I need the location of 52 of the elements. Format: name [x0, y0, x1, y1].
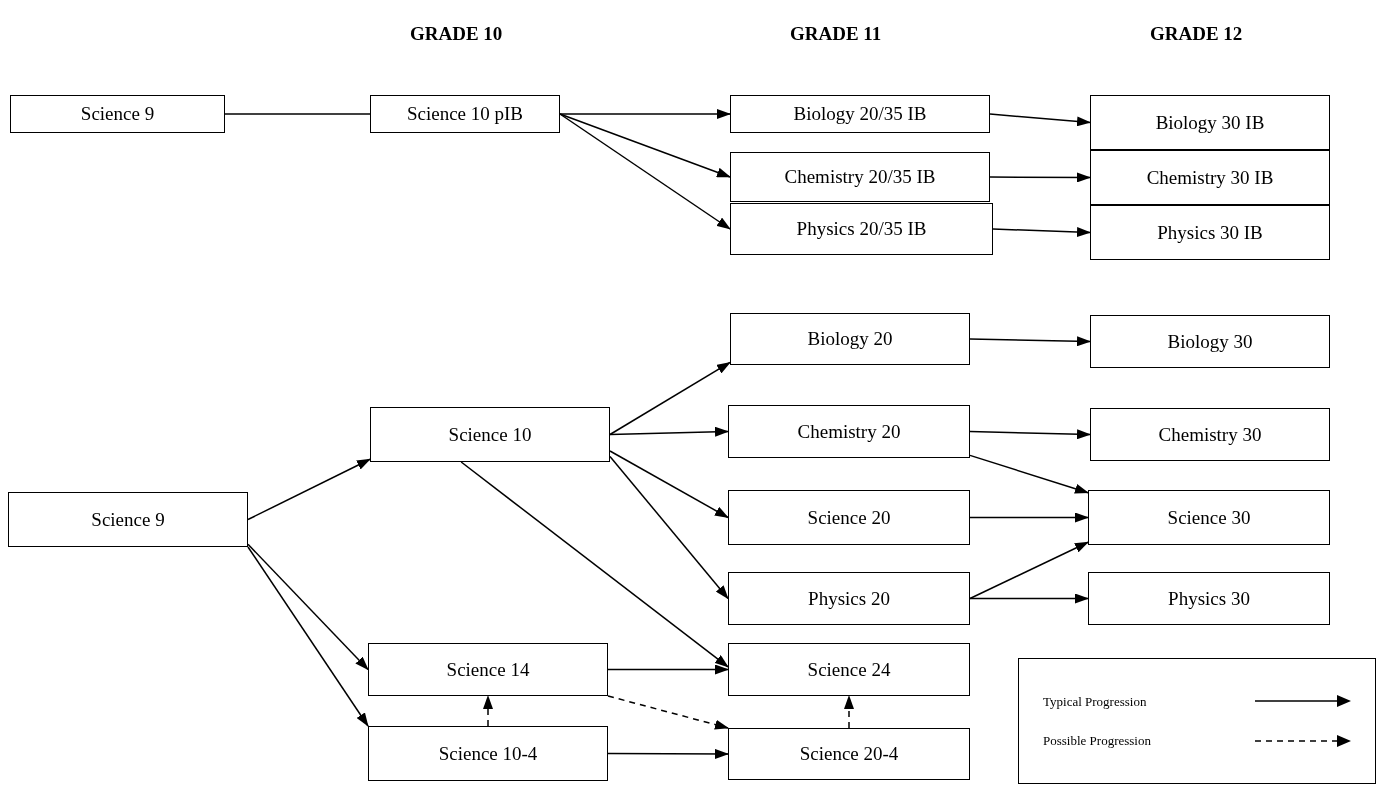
arrow — [559, 109, 731, 119]
arrow — [460, 461, 729, 668]
arrow — [992, 227, 1091, 238]
course-box: Chemistry 30 IB — [1090, 150, 1330, 205]
arrow — [969, 541, 1089, 600]
arrow — [609, 450, 729, 519]
arrow — [609, 455, 729, 600]
course-box: Physics 30 — [1088, 572, 1330, 625]
arrow — [247, 546, 369, 727]
course-box: Chemistry 30 — [1090, 408, 1330, 461]
legend-text: Possible Progression — [1043, 732, 1151, 750]
course-box: Science 9 — [8, 492, 248, 547]
course-box: Biology 20 — [730, 313, 970, 365]
arrow — [483, 695, 493, 727]
arrow — [969, 336, 1091, 347]
legend-text: Typical Progression — [1043, 692, 1147, 711]
arrow — [609, 361, 731, 436]
arrow — [607, 695, 729, 730]
arrow — [559, 113, 731, 178]
course-box: Science 20 — [728, 490, 970, 545]
course-box: Physics 20 — [728, 572, 970, 625]
course-box: Biology 30 IB — [1090, 95, 1330, 150]
course-box: Chemistry 20/35 IB — [730, 152, 990, 202]
grade-heading: GRADE 11 — [790, 22, 882, 46]
arrow — [609, 426, 729, 437]
course-box: Science 9 — [10, 95, 225, 133]
grade-heading: GRADE 10 — [410, 22, 503, 46]
course-box: Science 10 — [370, 407, 610, 462]
course-box: Physics 20/35 IB — [730, 203, 993, 255]
arrow — [969, 512, 1089, 523]
arrow — [989, 113, 1091, 127]
arrow — [607, 664, 729, 675]
arrow — [559, 113, 731, 230]
arrow — [969, 429, 1091, 440]
course-box: Science 30 — [1088, 490, 1330, 545]
course-box: Science 10-4 — [368, 726, 608, 781]
course-box: Biology 20/35 IB — [730, 95, 990, 133]
grade-heading: GRADE 12 — [1150, 22, 1243, 46]
course-box: Biology 30 — [1090, 315, 1330, 368]
course-box: Science 10 pIB — [370, 95, 560, 133]
arrow — [607, 748, 729, 759]
arrow — [844, 695, 854, 729]
course-box: Science 14 — [368, 643, 608, 696]
arrow — [247, 458, 371, 521]
course-box: Science 24 — [728, 643, 970, 696]
course-box: Science 20-4 — [728, 728, 970, 780]
course-box: Chemistry 20 — [728, 405, 970, 458]
arrow — [247, 543, 369, 671]
course-box: Physics 30 IB — [1090, 205, 1330, 260]
arrow — [969, 593, 1089, 604]
arrow — [969, 454, 1089, 494]
arrow — [989, 172, 1091, 183]
